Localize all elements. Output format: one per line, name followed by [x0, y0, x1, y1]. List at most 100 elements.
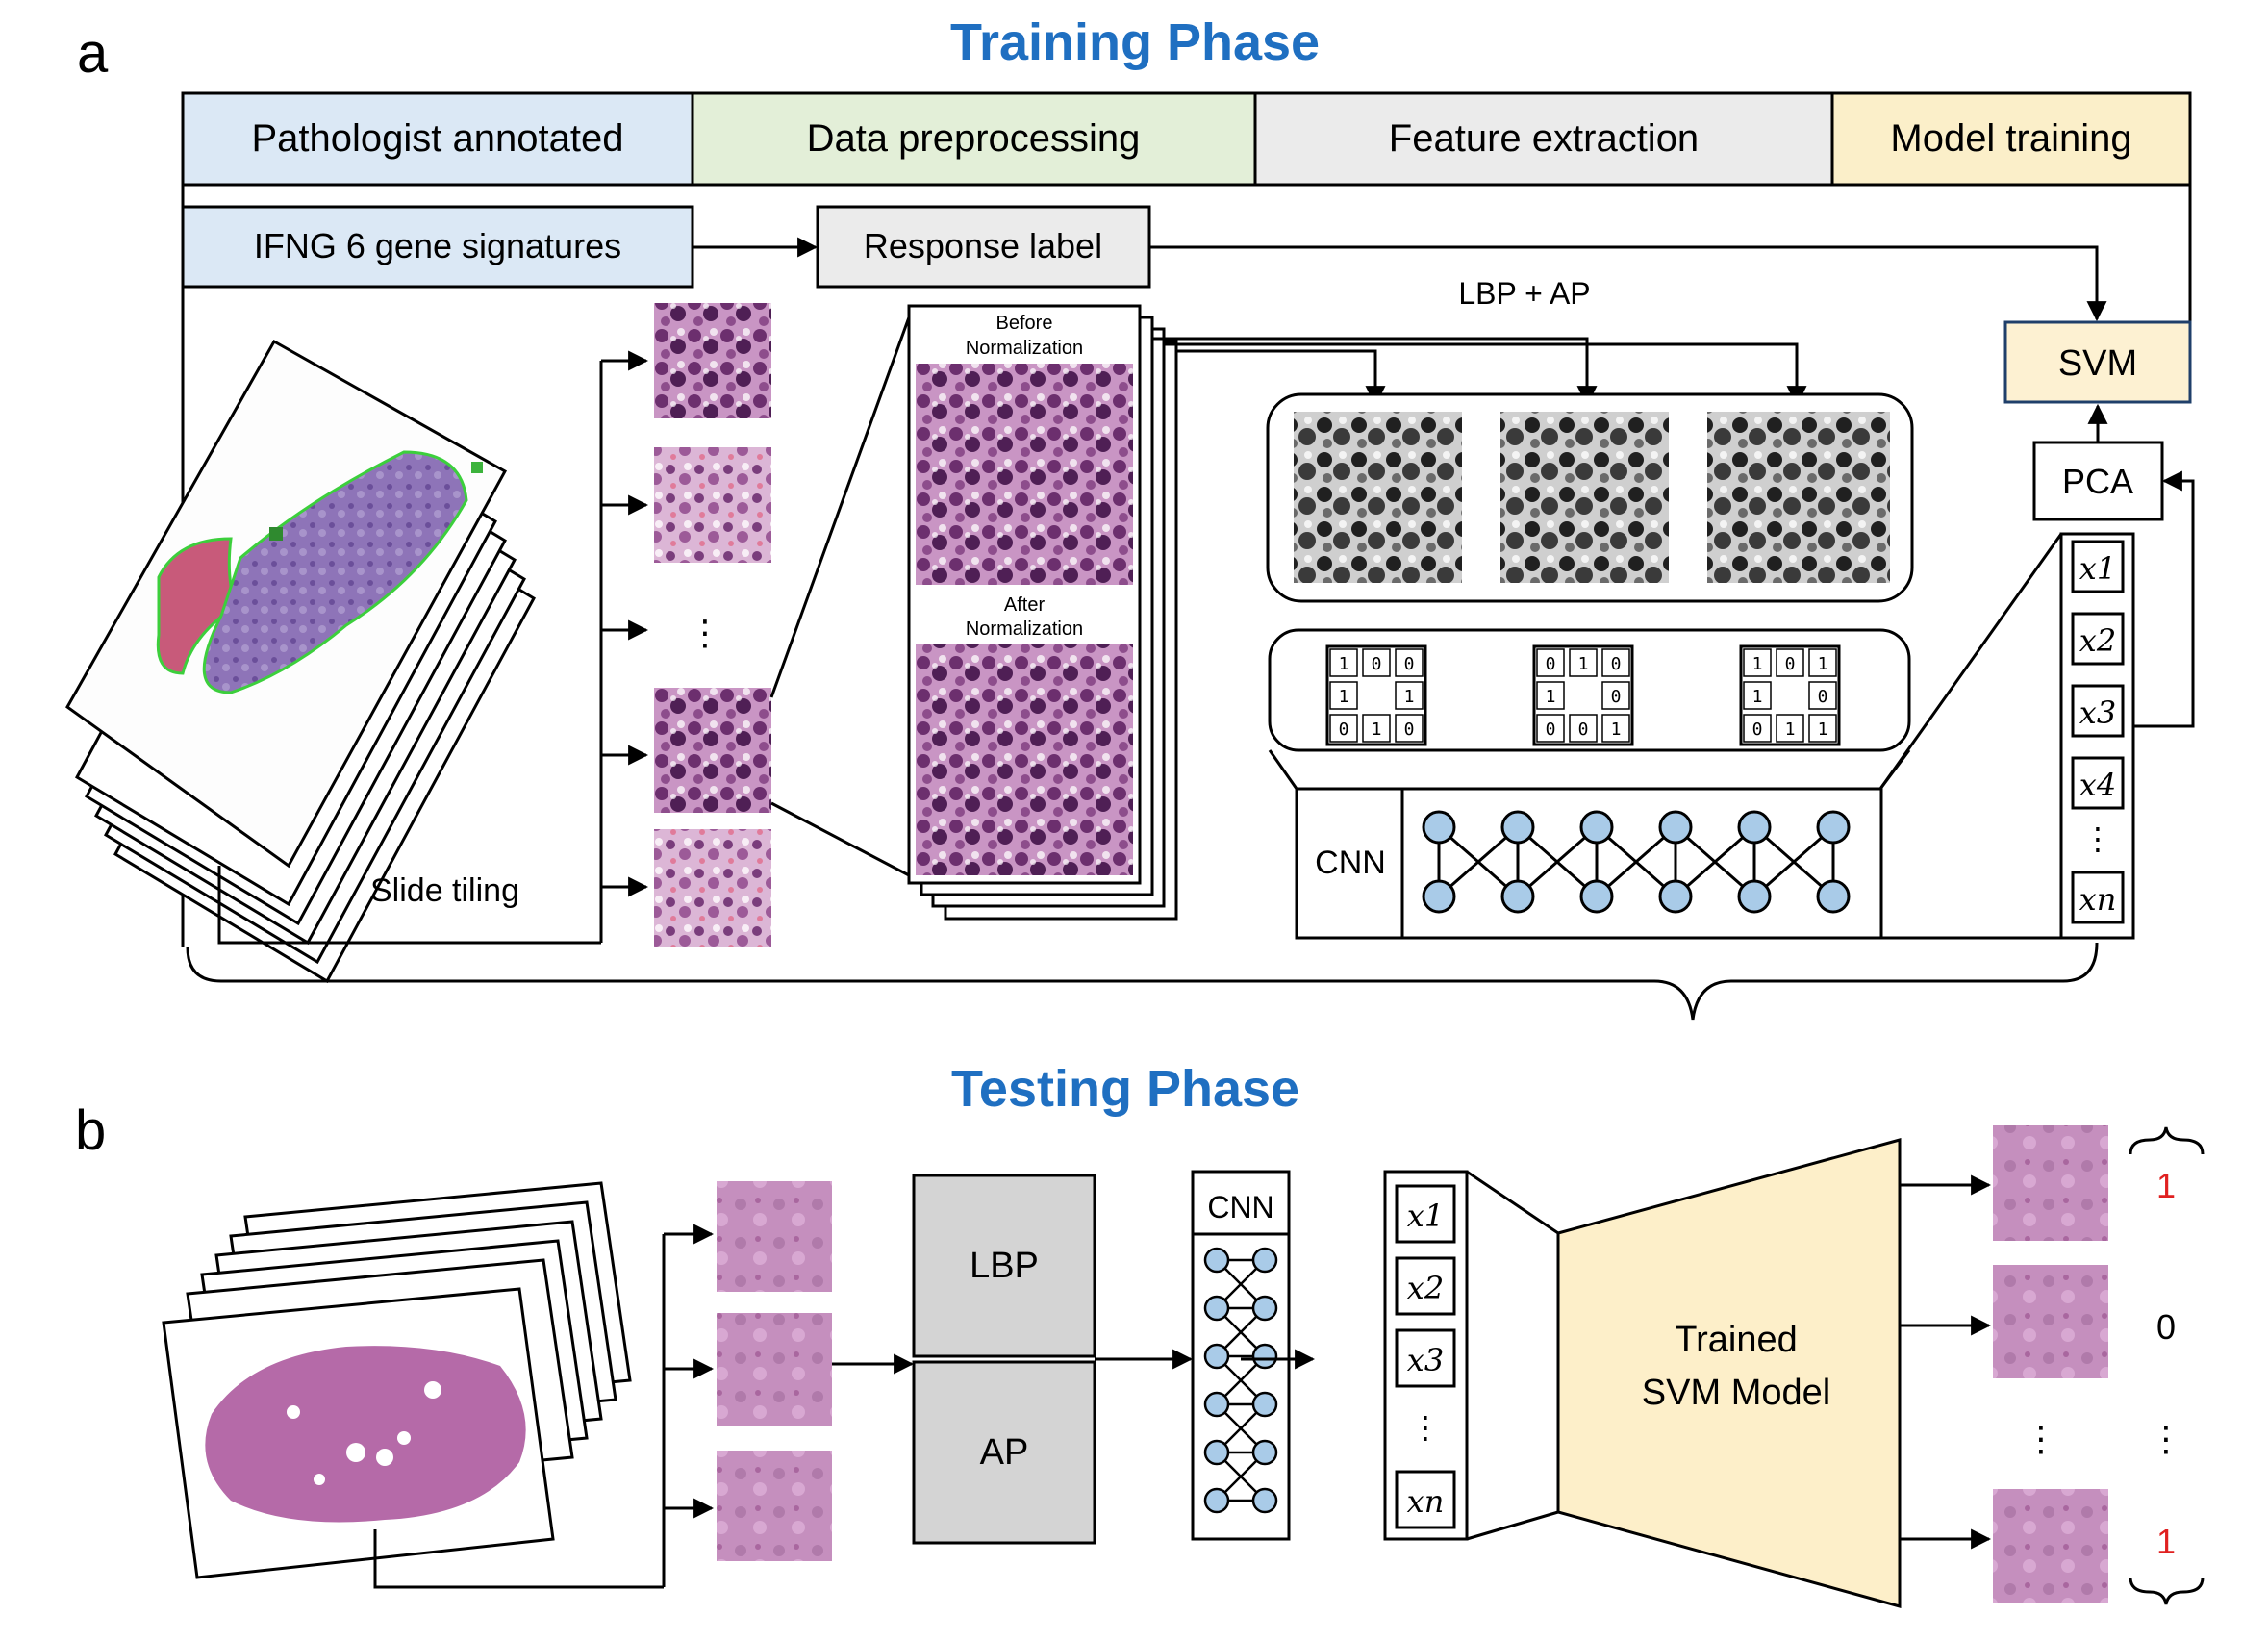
trained-svm-model	[1556, 1138, 1902, 1608]
lbp-grid-cell: 1	[1611, 720, 1622, 740]
cnn-node	[1251, 1391, 1278, 1418]
lbp-grid-cell: 0	[1785, 654, 1796, 674]
trained-svm-line1: Trained	[1675, 1320, 1797, 1360]
feature-ellipsis: ⋮	[2082, 821, 2113, 856]
test-feature-xn: xn	[1407, 1483, 1445, 1520]
ifng-box	[181, 205, 694, 289]
before-norm-line2: Normalization	[966, 338, 1083, 359]
header-label-pathologist: Pathologist annotated	[252, 117, 624, 160]
cnn-node	[1816, 810, 1851, 845]
cnn-node	[1203, 1247, 1230, 1274]
response-label-box	[816, 205, 1151, 289]
after-norm-image	[916, 644, 1133, 875]
cnn-node	[1251, 1343, 1278, 1370]
cnn-node	[1251, 1439, 1278, 1466]
output-tile-ellipsis: ⋮	[2024, 1419, 2058, 1458]
tile-2	[654, 447, 771, 563]
feature-xn: xn	[2079, 881, 2117, 918]
test-slide-tissue	[205, 1346, 526, 1523]
test-tile-1	[717, 1181, 832, 1292]
tile-4	[654, 829, 771, 947]
svm-label: SVM	[2058, 343, 2137, 384]
header-band: Pathologist annotated Data preprocessing…	[181, 91, 2192, 187]
bottom-brace	[2129, 1577, 2205, 1605]
feature-x2: x2	[2079, 622, 2116, 659]
after-norm-line1: After	[1004, 594, 1046, 616]
test-feature-x2: x2	[1407, 1270, 1444, 1306]
training-phase-title: Training Phase	[950, 13, 1320, 71]
header-feature-extraction	[1253, 91, 1834, 187]
cnn-node	[1203, 1343, 1230, 1370]
cnn-node	[1500, 879, 1535, 914]
feature-cell-xn	[2071, 871, 2125, 924]
test-feature-ellipsis: ⋮	[1410, 1410, 1441, 1445]
lbp-grid-cell: 0	[1546, 654, 1556, 674]
cnn-network-b	[1203, 1247, 1278, 1514]
lbp-grid-cell: 0	[1611, 687, 1622, 707]
feature-vector-a: x1 x2 x3 x4 ⋮ xn	[2071, 540, 2125, 924]
lbp-grid-cell: 0	[1546, 720, 1556, 740]
tile-ellipsis-a: ⋮	[688, 613, 722, 652]
top-brace	[2129, 1126, 2205, 1155]
cnn-node	[1500, 810, 1535, 845]
cnn-node	[1579, 879, 1614, 914]
wsi-slide-stack	[65, 339, 537, 984]
test-tile-2	[717, 1313, 832, 1426]
feature-x1: x1	[2079, 550, 2116, 587]
header-label-feature-extraction: Feature extraction	[1389, 117, 1699, 160]
lbp-grid-cell: 1	[1404, 687, 1415, 707]
lbp-grid-cell: 0	[1404, 654, 1415, 674]
feature-cell-x4	[2071, 756, 2125, 810]
ifng-label: IFNG 6 gene signatures	[254, 226, 621, 265]
prediction-1: 1	[2156, 1166, 2176, 1205]
header-pathologist	[181, 91, 694, 187]
cnn-node	[1658, 879, 1693, 914]
test-feature-cell-x2	[1395, 1256, 1456, 1316]
lbp-grid-cell: 0	[1372, 654, 1382, 674]
prediction-ellipsis: ⋮	[2149, 1419, 2183, 1458]
test-ap-box	[912, 1360, 1096, 1545]
test-lbp-label: LBP	[970, 1246, 1039, 1286]
lbp-grid-cell: 0	[1339, 720, 1349, 740]
cnn-node	[1579, 810, 1614, 845]
lbp-image-3	[1707, 412, 1890, 583]
after-norm-line2: Normalization	[966, 619, 1083, 640]
cnn-node	[1422, 879, 1456, 914]
lbp-grid-cell: 1	[1339, 654, 1349, 674]
cnn-node	[1203, 1295, 1230, 1322]
trained-svm-line2: SVM Model	[1642, 1373, 1830, 1413]
feature-x4: x4	[2079, 767, 2116, 803]
header-label-model-training: Model training	[1890, 117, 2131, 160]
tile-1	[654, 303, 771, 418]
test-feature-cell-x3	[1395, 1328, 1456, 1388]
feature-cell-x2	[2071, 612, 2125, 666]
lbp-grid-cell: 1	[1752, 687, 1763, 707]
prediction-3: 1	[2156, 1522, 2176, 1561]
lbp-grid-cell: 1	[1752, 654, 1763, 674]
cnn-node	[1203, 1391, 1230, 1418]
slide-tiling-label: Slide tiling	[370, 872, 519, 909]
lbp-image-1	[1294, 412, 1462, 583]
cnn-node	[1251, 1295, 1278, 1322]
cnn-node	[1816, 879, 1851, 914]
lbp-grid-cell: 1	[1578, 654, 1589, 674]
cnn-node	[1737, 810, 1772, 845]
lbp-grid-cell: 1	[1339, 687, 1349, 707]
output-tile-2	[1993, 1265, 2108, 1378]
lbp-grid-cell: 0	[1818, 687, 1828, 707]
test-feature-cell-xn	[1395, 1470, 1456, 1529]
panel-b-letter: b	[75, 1099, 106, 1162]
test-slide-stack	[162, 1181, 632, 1579]
test-lbp-box	[912, 1174, 1096, 1358]
cnn-node	[1658, 810, 1693, 845]
cnn-node	[1203, 1487, 1230, 1514]
feature-cell-x1	[2071, 540, 2125, 593]
test-tile-3	[717, 1451, 832, 1561]
lbp-grid-cell: 1	[1818, 720, 1828, 740]
cnn-network-a	[1422, 810, 1851, 914]
test-feature-x3: x3	[1407, 1342, 1444, 1378]
lbp-grid-cell: 1	[1546, 687, 1556, 707]
